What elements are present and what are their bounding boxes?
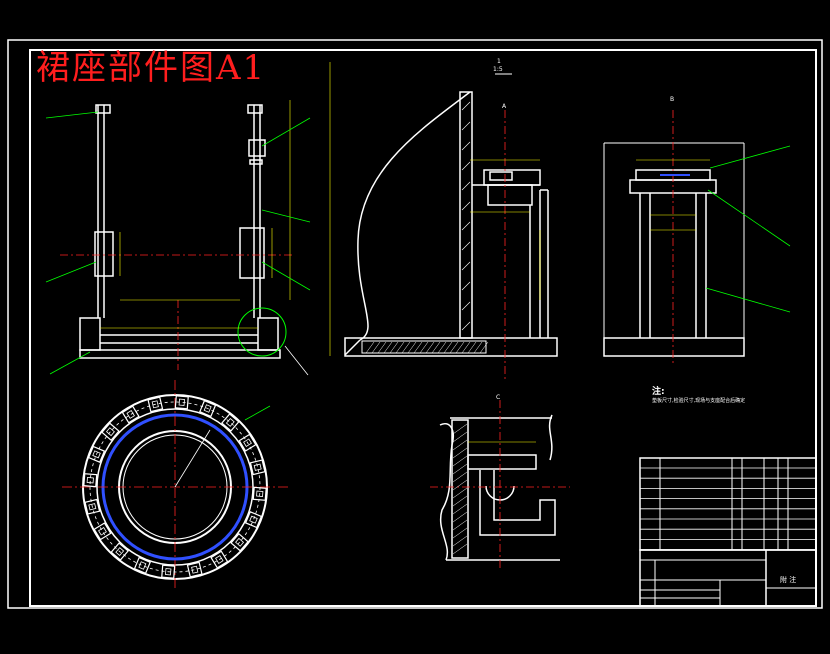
hatch-line — [452, 431, 468, 443]
ring-lug — [147, 396, 164, 413]
hatch-line — [443, 341, 453, 354]
ring-lug-group — [83, 395, 267, 579]
view-b-label: B — [670, 96, 675, 103]
hatch-line — [473, 341, 483, 354]
hatch-line — [452, 455, 468, 467]
detail-hatching — [452, 423, 468, 555]
title-block — [639, 549, 817, 607]
hatch-line — [452, 471, 468, 483]
notes-text: 垫板尺寸,检验尺寸,现场与支座配合后确定 — [652, 398, 746, 404]
hatch-line — [452, 519, 468, 531]
inner-border — [29, 49, 817, 607]
hatch-line — [452, 511, 468, 523]
parts-list-table — [639, 457, 817, 551]
ring-lug — [210, 550, 229, 569]
hatch-line — [401, 341, 411, 354]
base-plate-hatching — [365, 341, 489, 354]
hatch-line — [425, 341, 435, 354]
outer-border — [7, 39, 823, 609]
ring-lug — [249, 459, 266, 476]
hatch-line — [413, 341, 423, 354]
hatch-line — [389, 341, 399, 354]
section-label: 1 — [497, 58, 501, 65]
notes-title: 注: — [652, 387, 665, 397]
ring-lug — [133, 556, 151, 575]
ring-lug — [244, 511, 263, 529]
hatch-line — [395, 341, 405, 354]
ring-lug — [199, 399, 217, 418]
ring-lug — [101, 422, 120, 442]
ring-lug — [121, 405, 140, 424]
section-scale: 1:5 — [493, 66, 503, 73]
hatch-line — [452, 447, 468, 459]
ring-lug — [84, 498, 101, 515]
hatch-line — [437, 341, 447, 354]
hatch-line — [407, 341, 417, 354]
ring-lug — [238, 433, 257, 452]
ring-lug — [186, 561, 203, 578]
view-c-label: C — [496, 394, 501, 401]
title-block-remark: 附 注 — [780, 576, 797, 584]
ring-lug — [93, 522, 112, 541]
ring-lug — [83, 473, 98, 488]
hatch-line — [452, 527, 468, 539]
hatch-line — [419, 341, 429, 354]
ring-lug — [87, 445, 106, 463]
ring-lug — [230, 532, 249, 552]
hatch-line — [452, 543, 468, 555]
ring-lug — [252, 486, 267, 501]
hatch-line — [479, 341, 489, 354]
hatch-line — [452, 535, 468, 547]
parts-list-rows — [640, 467, 816, 550]
hatch-line — [383, 341, 393, 354]
hatch-line — [467, 341, 477, 354]
hatch-line — [431, 341, 441, 354]
side-view-b — [603, 110, 791, 366]
hatch-line — [452, 479, 468, 491]
hatch-line — [452, 439, 468, 451]
hatch-line — [449, 341, 459, 354]
drawing-title: 裙座部件图A1 — [36, 48, 267, 88]
section-view-1 — [344, 73, 558, 380]
detail-view-c — [430, 400, 570, 570]
hatch-line — [452, 487, 468, 499]
hatch-line — [455, 341, 465, 354]
hatch-line — [452, 503, 468, 515]
hatch-line — [452, 463, 468, 475]
ring-lug — [220, 413, 240, 432]
ring-lug — [110, 542, 130, 561]
ring-lug — [174, 395, 189, 410]
view-a-label: A — [502, 103, 507, 110]
hatch-line — [452, 495, 468, 507]
hatch-line — [365, 341, 375, 354]
section-hatching — [461, 101, 471, 331]
ring-plan-view — [62, 380, 290, 590]
hatch-line — [461, 341, 471, 354]
hatch-line — [377, 341, 387, 354]
front-view — [45, 62, 331, 376]
ring-lug — [161, 564, 176, 579]
hatch-line — [371, 341, 381, 354]
hatch-line — [452, 423, 468, 435]
